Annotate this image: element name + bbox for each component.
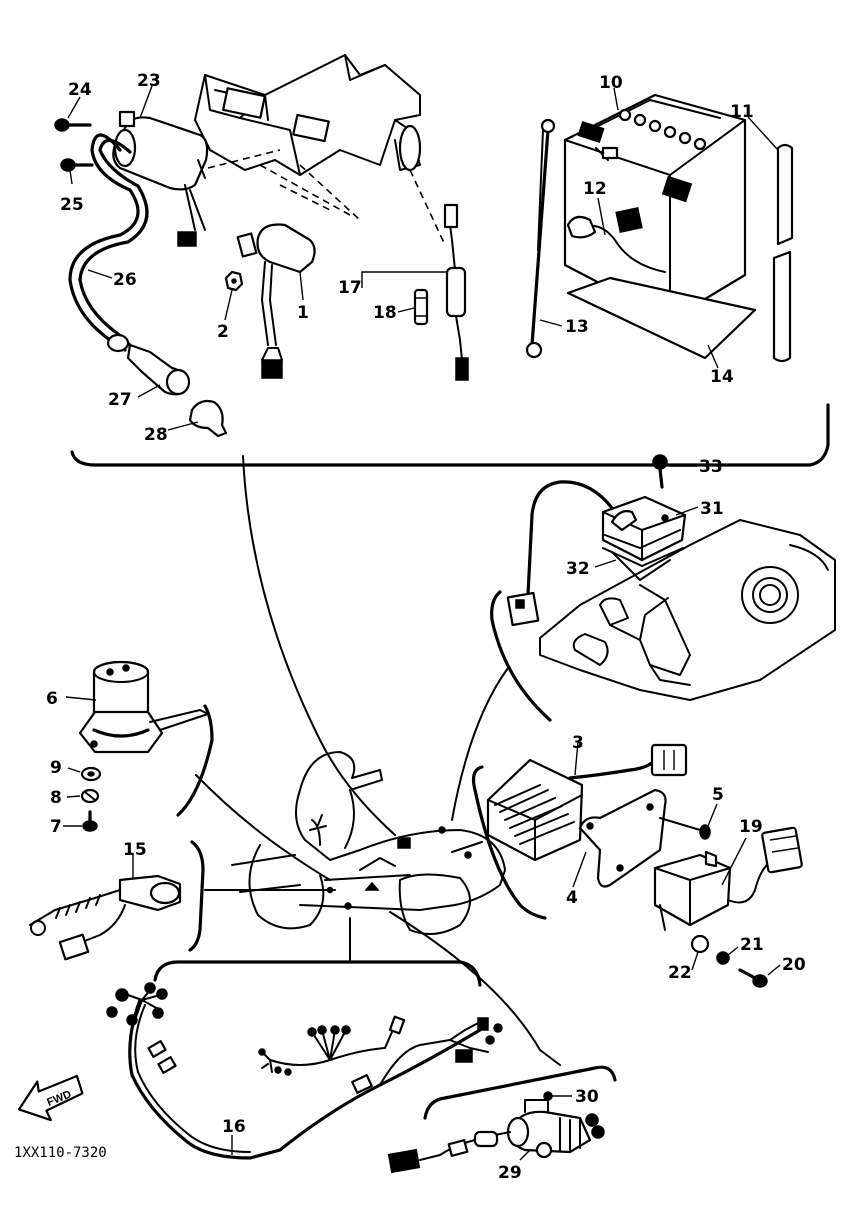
battery-box-bracket [194, 54, 446, 246]
callout-21: 21 [740, 935, 764, 955]
engine-case [539, 519, 836, 701]
screw-25 [60, 158, 94, 172]
nut-21 [716, 951, 730, 965]
callout-labels: 1 2 3 4 5 6 7 8 9 10 11 12 13 14 15 16 1… [46, 71, 806, 1183]
brake-switch [29, 874, 182, 961]
callout-5: 5 [712, 785, 724, 805]
callout-18: 18 [373, 303, 397, 323]
callout-leaders [63, 85, 781, 1161]
nut-2 [224, 270, 244, 292]
battery [563, 93, 747, 322]
cdi-unit [653, 826, 803, 931]
bolt-5 [659, 817, 711, 840]
callout-20: 20 [782, 955, 806, 975]
callout-19: 19 [739, 817, 763, 837]
ignition-coil [112, 110, 209, 247]
rectifier-regulator [486, 743, 688, 862]
callout-8: 8 [50, 788, 62, 808]
callout-10: 10 [599, 73, 623, 93]
bolt-7 [82, 810, 98, 832]
callout-12: 12 [583, 179, 607, 199]
callout-32: 32 [566, 559, 590, 579]
spark-plug-cap [126, 343, 191, 396]
starter-motor [78, 660, 209, 754]
callout-28: 28 [144, 425, 168, 445]
starter-relay [236, 223, 316, 379]
callout-29: 29 [498, 1163, 522, 1183]
battery-pad [566, 276, 757, 360]
callout-27: 27 [108, 390, 132, 410]
battery-cable-13 [525, 118, 556, 359]
wire-harness-bracket [153, 960, 482, 987]
fuel-pump-wire [506, 480, 614, 627]
regulator-bracket [471, 765, 547, 920]
sidestand-switch [387, 1099, 605, 1174]
callout-24: 24 [68, 80, 92, 100]
fuse [413, 288, 429, 326]
sidestand-switch-bracket [423, 1065, 617, 1120]
scooter-outline [231, 751, 506, 935]
callout-11: 11 [730, 102, 754, 122]
fwd-arrow-icon: FWD [17, 1074, 84, 1122]
washer-22 [690, 934, 710, 954]
screw-24 [54, 118, 92, 132]
lockwasher-8 [80, 788, 100, 804]
starter-motor-bracket [176, 704, 214, 817]
fuel-pump-bracket [490, 590, 552, 722]
callout-6: 6 [46, 689, 58, 709]
wire-harness [106, 982, 503, 1160]
callout-17: 17 [338, 278, 362, 298]
washer-9 [80, 766, 102, 782]
switch-15-bracket [188, 840, 205, 952]
screw-30 [543, 1091, 553, 1101]
callout-4: 4 [566, 888, 578, 908]
callout-16: 16 [222, 1117, 246, 1137]
callout-26: 26 [113, 270, 137, 290]
callout-33: 33 [699, 457, 723, 477]
bolt-33 [652, 454, 668, 489]
callout-14: 14 [710, 367, 734, 387]
bolt-20 [738, 968, 768, 988]
battery-band [772, 143, 794, 363]
callout-15: 15 [123, 840, 147, 860]
spark-plug [188, 399, 228, 438]
fuel-pump [601, 495, 687, 581]
callout-2: 2 [217, 322, 229, 342]
battery-lead-12 [566, 207, 666, 273]
callout-1: 1 [297, 303, 309, 323]
top-group-bracket [70, 403, 830, 467]
callout-9: 9 [50, 758, 62, 778]
callout-7: 7 [50, 817, 62, 837]
callout-3: 3 [572, 733, 584, 753]
part-code: 1XX110-7320 [14, 1145, 107, 1161]
ignition-lead [68, 133, 149, 353]
callout-30: 30 [575, 1087, 599, 1107]
callout-23: 23 [137, 71, 161, 91]
regulator-stay-4 [578, 788, 667, 888]
fuse-holder [361, 203, 469, 381]
callout-31: 31 [700, 499, 724, 519]
callout-25: 25 [60, 195, 84, 215]
callout-13: 13 [565, 317, 589, 337]
callout-22: 22 [668, 963, 692, 983]
leader-lines [195, 455, 561, 1066]
